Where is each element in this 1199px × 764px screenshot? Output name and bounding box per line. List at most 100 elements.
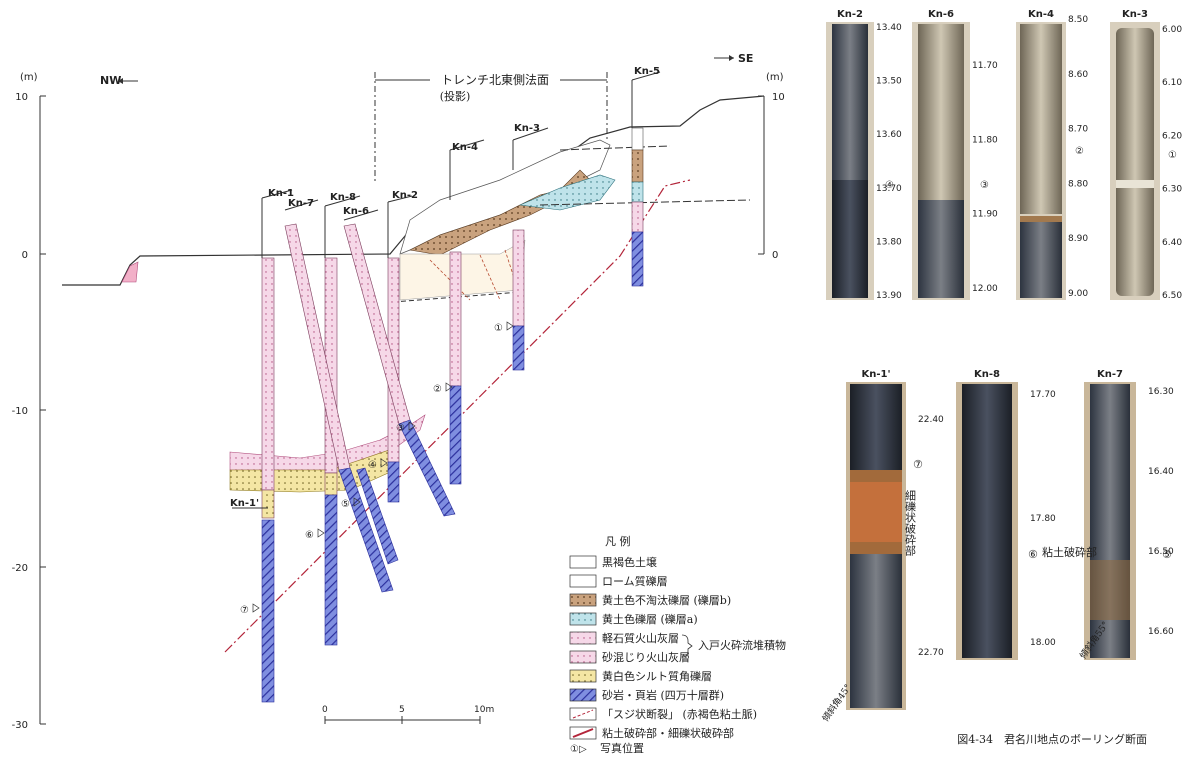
borehole-kn7 <box>284 199 394 593</box>
core-depth-label: 16.30 <box>1148 387 1174 397</box>
core-depth-label: 16.40 <box>1148 467 1174 477</box>
legend-swatch <box>569 612 597 626</box>
borehole-label: Kn-8 <box>330 192 356 203</box>
core-note-vertical: 細礫状破砕部 <box>904 490 917 556</box>
legend-item-label: 写真位置 <box>600 741 644 755</box>
se-label: SE <box>738 52 753 65</box>
borehole-kn1-prime <box>232 507 275 703</box>
core-panel-kn8: Kn-8 <box>956 369 1018 660</box>
photo-marker: ⑥ <box>305 530 314 541</box>
trench-title: トレンチ北東側法面 <box>441 73 549 87</box>
core-depth-label: 6.00 <box>1162 25 1182 35</box>
core-depth-label: 6.10 <box>1162 78 1182 88</box>
core-depth-label: 8.90 <box>1068 234 1088 244</box>
cross-section: (m) 10 0 -10 -20 -30 (m) 10 0 NW SE トレンチ… <box>12 52 785 731</box>
core-depth-label: 6.50 <box>1162 291 1182 301</box>
core-marker: ④ <box>885 180 894 191</box>
core-depth-label: 12.00 <box>972 284 998 294</box>
trench-subtitle: (投影) <box>440 89 471 103</box>
tick-label: 10 <box>772 92 785 103</box>
core-title: Kn-2 <box>837 9 863 20</box>
legend-item-label: 黄土色礫層 (礫層a) <box>602 612 698 626</box>
borehole-kn4 <box>449 139 485 485</box>
legend-bracket-label: 入戸火砕流堆積物 <box>698 638 786 652</box>
core-depth-label: 6.20 <box>1162 131 1182 141</box>
core-depth-label: 6.40 <box>1162 238 1182 248</box>
ground-pink-patch <box>121 261 139 283</box>
unit-left: (m) <box>20 72 38 83</box>
trench-gravel-a <box>518 174 616 211</box>
core-panel-kn7: Kn-7 <box>1084 369 1136 660</box>
legend-item-label: 黒褐色土壌 <box>602 555 657 569</box>
borehole-kn7-lower <box>356 467 399 565</box>
tick-label: 0 <box>22 250 28 261</box>
left-axis-ticks <box>40 95 46 725</box>
legend-item-label: ローム質礫層 <box>602 574 668 588</box>
scale-label: 10m <box>474 705 494 715</box>
photo-marker: ② <box>433 384 442 395</box>
tick-label: 10 <box>15 92 28 103</box>
core-depth-label: 22.70 <box>918 648 944 658</box>
tick-label: -30 <box>12 720 28 731</box>
core-depth-label: 22.40 <box>918 415 944 425</box>
unit-right: (m) <box>766 72 784 83</box>
legend-swatch <box>569 688 597 702</box>
legend-swatch <box>569 574 597 588</box>
legend-title: 凡 例 <box>605 534 631 548</box>
core-depth-label: 8.60 <box>1068 70 1088 80</box>
legend-swatch <box>569 669 597 683</box>
core-title: Kn-8 <box>974 369 1000 380</box>
legend-swatch <box>569 650 597 664</box>
core-depth-labels: 13.4013.5013.6013.7013.8013.9011.7011.80… <box>876 15 1182 658</box>
core-photos: Kn-2 Kn-6 Kn-4 Kn-3 <box>819 9 1182 724</box>
core-panel-kn4: Kn-4 <box>1016 9 1066 300</box>
arrow-left-icon <box>118 78 123 84</box>
core-title: Kn-4 <box>1028 9 1054 20</box>
borehole-kn1 <box>261 189 293 519</box>
borehole-label: Kn-6 <box>343 206 369 217</box>
core-depth-label: 17.80 <box>1030 514 1056 524</box>
core-panel-kn2: Kn-2 <box>826 9 874 300</box>
borehole-label: Kn-1' <box>230 498 259 509</box>
core-note: 粘土破砕部 <box>1042 545 1097 559</box>
legend-item-label: 黄土色不淘汰礫層 (礫層b) <box>602 593 731 607</box>
core-panel-kn3: Kn-3 <box>1110 9 1160 300</box>
legend-swatch <box>569 631 597 645</box>
photo-marker: ① <box>494 323 503 334</box>
borehole-label: Kn-3 <box>514 123 540 134</box>
core-depth-label: 16.60 <box>1148 627 1174 637</box>
core-title: Kn-6 <box>928 9 954 20</box>
borehole-label: Kn-1 <box>268 188 294 199</box>
core-title: Kn-3 <box>1122 9 1148 20</box>
figure-caption: 図4-34 君名川地点のボーリング断面 <box>957 732 1147 746</box>
core-marker: ① <box>1168 150 1177 161</box>
legend-item-label: 砂混じり火山灰層 <box>602 650 690 664</box>
core-depth-label: 13.80 <box>876 237 902 247</box>
trench-base-line <box>392 291 521 303</box>
photo-marker: ⑦ <box>240 605 249 616</box>
core-depth-label: 11.90 <box>972 210 998 220</box>
core-depth-label: 13.90 <box>876 291 902 301</box>
legend-item-label: 黄白色シルト質角礫層 <box>602 669 712 683</box>
core-depth-label: 13.40 <box>876 23 902 33</box>
core-panel-kn1-prime: Kn-1' <box>846 369 906 710</box>
arrow-right-icon <box>729 55 734 61</box>
borehole-label: Kn-4 <box>452 142 478 153</box>
photo-marker: ③ <box>396 423 405 434</box>
scale-label: 0 <box>322 705 328 715</box>
legend-swatch <box>569 593 597 607</box>
borehole-kn3 <box>512 127 549 371</box>
tick-label: -20 <box>12 563 28 574</box>
core-depth-label: 18.00 <box>1030 638 1056 648</box>
borehole-label: Kn-2 <box>392 190 418 201</box>
core-marker: ⑤ <box>1162 548 1172 561</box>
core-depth-label: 8.50 <box>1068 15 1088 25</box>
core-depth-label: 8.70 <box>1068 125 1088 135</box>
legend-item-label: 軽石質火山灰層 <box>602 631 679 645</box>
core-marker: ⑦ <box>913 458 923 471</box>
core-depth-label: 11.70 <box>972 61 998 71</box>
trench-gravel-b <box>409 169 591 256</box>
